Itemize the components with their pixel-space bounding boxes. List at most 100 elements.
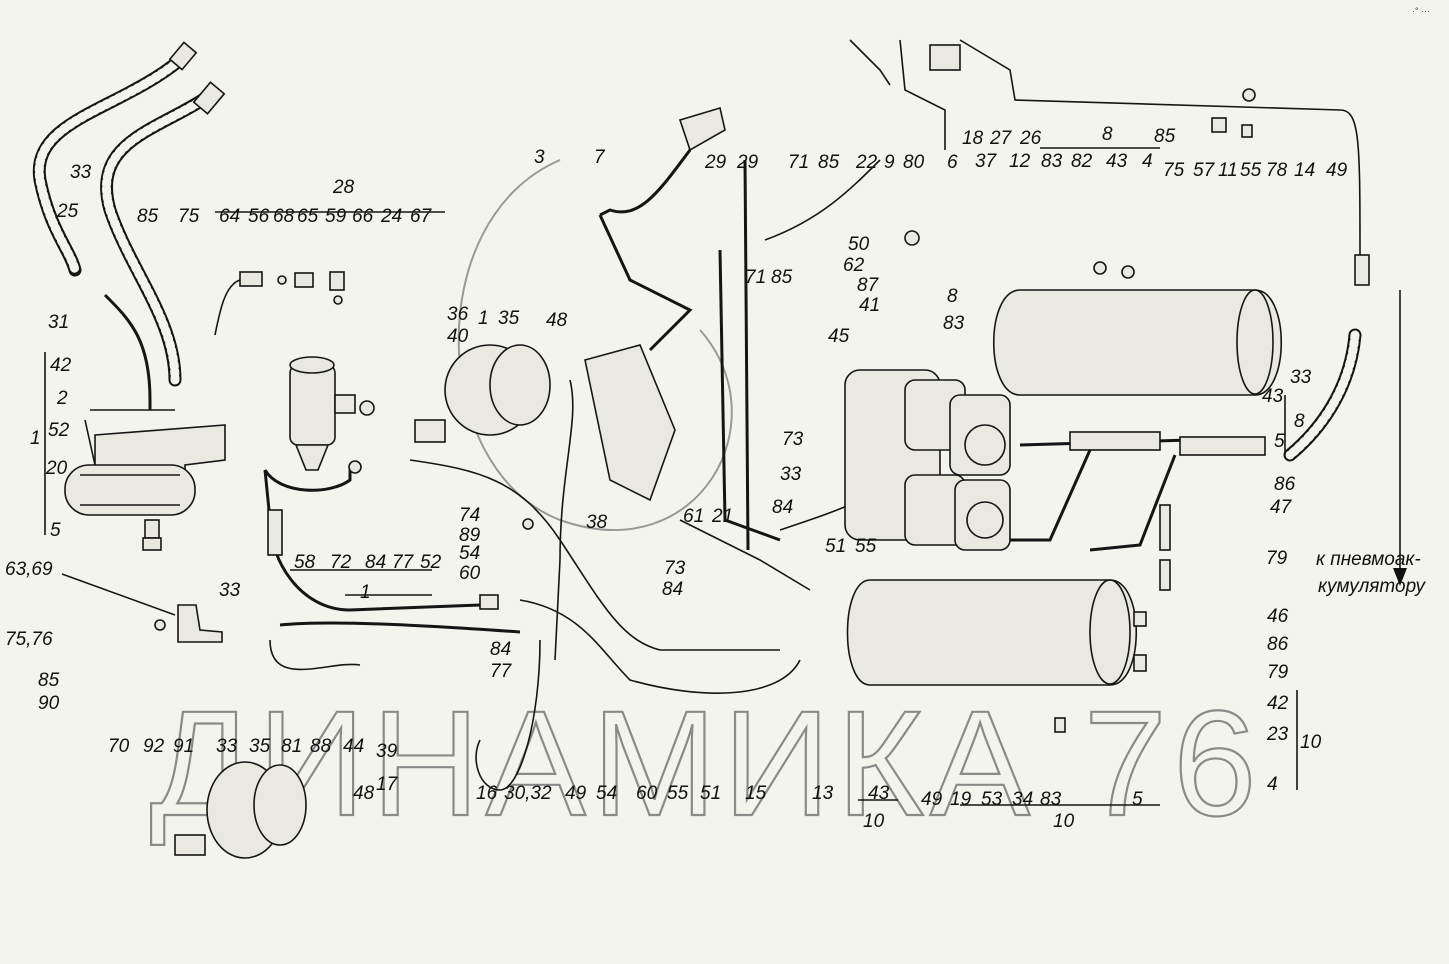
part-label: 4 [1267, 774, 1278, 795]
part-label: 10 [863, 811, 885, 832]
part-label: 40 [447, 326, 469, 347]
part-label: 45 [828, 326, 850, 347]
part-label: 87 [857, 275, 880, 296]
part-label: 46 [1267, 606, 1289, 627]
part-label: 68 [273, 206, 295, 227]
part-label: 55 [855, 536, 877, 557]
left-hoses [32, 41, 226, 410]
part-label: 16 [476, 783, 498, 804]
part-label: 47 [1270, 497, 1293, 518]
part-label: 13 [812, 783, 834, 804]
part-label: 1 [30, 428, 41, 449]
part-label: 48 [353, 783, 375, 804]
part-label: 60 [459, 563, 481, 584]
part-label: 49 [565, 783, 587, 804]
leader-lines [44, 147, 1298, 806]
part-label: 42 [1267, 693, 1289, 714]
part-label: 52 [420, 552, 442, 573]
part-label: 17 [376, 774, 399, 795]
part-label: 20 [45, 458, 68, 479]
part-label: 42 [50, 355, 72, 376]
air-tank-lower [846, 579, 1138, 686]
part-label: 36 [447, 304, 469, 325]
watermark-swirl [457, 159, 733, 531]
brake-valve-main [844, 369, 1011, 551]
part-label: 77 [490, 661, 513, 682]
part-label: 85 [137, 206, 159, 227]
part-label: 33 [216, 736, 238, 757]
part-label: 15 [745, 783, 767, 804]
left-receiver-assembly [64, 409, 226, 551]
part-label: 80 [903, 152, 925, 173]
part-label: 62 [843, 255, 865, 276]
part-label: 55 [667, 783, 689, 804]
brake-lines [269, 159, 881, 791]
part-label: 28 [332, 177, 355, 198]
part-label: 43 [1106, 151, 1128, 172]
part-label: 6 [947, 152, 958, 173]
caption-line1: к пневмоак- [1316, 549, 1421, 570]
part-label: 41 [859, 295, 880, 316]
part-label: 84 [662, 579, 683, 600]
part-label: 18 [962, 128, 984, 149]
part-label: 54 [459, 543, 480, 564]
part-label: 11 [1218, 160, 1238, 181]
part-label: 91 [173, 736, 194, 757]
part-label: 44 [343, 736, 364, 757]
part-label: 8 [947, 286, 958, 307]
part-label: 65 [297, 206, 319, 227]
part-label: 1 [478, 308, 489, 329]
part-label: 78 [1266, 160, 1288, 181]
part-label: 49 [921, 789, 943, 810]
part-label: 83 [943, 313, 965, 334]
part-label: 88 [310, 736, 332, 757]
part-label: 12 [1009, 151, 1031, 172]
part-label: 79 [1267, 662, 1289, 683]
part-label: 83 [1041, 151, 1063, 172]
part-label: 29 [736, 152, 759, 173]
part-label: 71 [745, 267, 766, 288]
part-label: 37 [975, 151, 998, 172]
part-label: 67 [410, 206, 433, 227]
part-label: 58 [294, 552, 316, 573]
part-label: 61 [683, 506, 704, 527]
part-label: 4 [1142, 151, 1153, 172]
part-label: 89 [459, 525, 481, 546]
part-label: 64 [219, 206, 240, 227]
part-label: 85 [818, 152, 840, 173]
part-label: 73 [782, 429, 804, 450]
part-label: 43 [868, 783, 890, 804]
part-label: 8 [1102, 124, 1113, 145]
brake-chamber-upper [414, 344, 551, 443]
watermark: ДИНАМИКА 76 [150, 679, 1262, 847]
part-label: 86 [1267, 634, 1289, 655]
part-label: 56 [248, 206, 270, 227]
part-label: 51 [700, 783, 721, 804]
part-label: 52 [48, 420, 70, 441]
part-label: 84 [365, 552, 386, 573]
part-label: 21 [711, 506, 733, 527]
part-label: 85 [1154, 126, 1176, 147]
part-label: 38 [586, 512, 608, 533]
part-label: 5 [1274, 431, 1285, 452]
part-label: 60 [636, 783, 658, 804]
part-label: 33 [780, 464, 802, 485]
part-label: 79 [1266, 548, 1288, 569]
part-label: 8 [1294, 411, 1305, 432]
pedal-linkage [584, 106, 726, 502]
part-label: 35 [498, 308, 520, 329]
part-label: 90 [38, 693, 60, 714]
part-label: 3 [534, 147, 545, 168]
part-label: 35 [249, 736, 271, 757]
part-label: 59 [325, 206, 347, 227]
part-label: 72 [330, 552, 352, 573]
part-label: 2 [56, 388, 68, 409]
part-label: 33 [219, 580, 241, 601]
part-label: 1 [360, 582, 371, 603]
part-label: 29 [704, 152, 727, 173]
part-label: 85 [38, 670, 60, 691]
part-label: 39 [376, 741, 398, 762]
part-label: 92 [143, 736, 165, 757]
